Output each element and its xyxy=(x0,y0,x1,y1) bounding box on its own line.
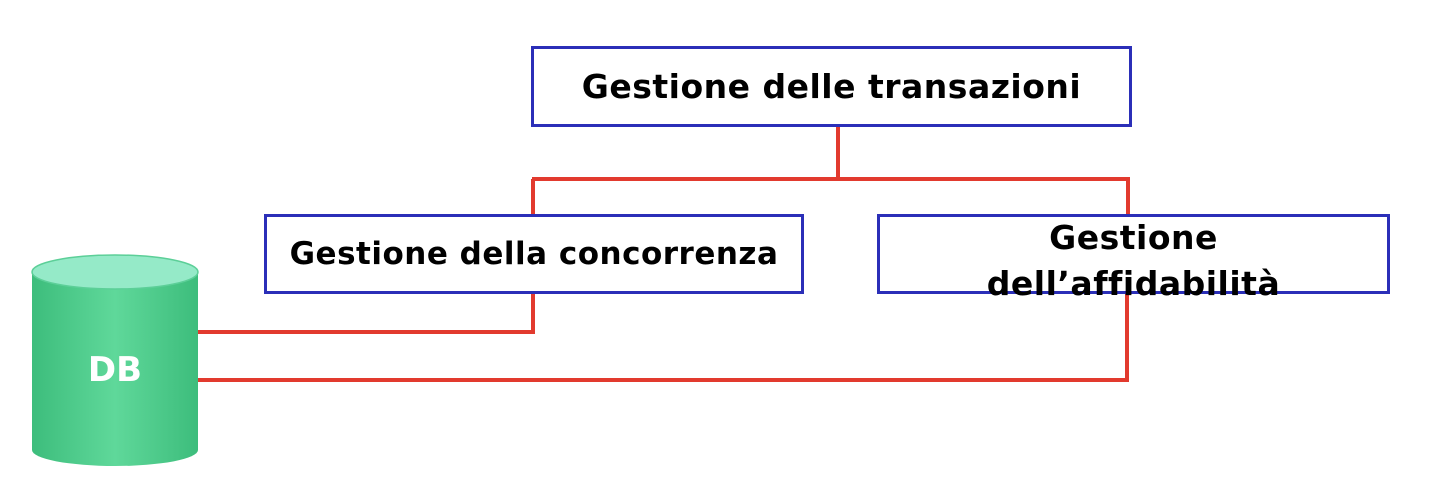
database-body xyxy=(32,272,198,466)
connector-db-affidabilita xyxy=(198,287,1129,382)
database-label: DB xyxy=(87,350,143,390)
node-gestione-transazioni-label: Gestione delle transazioni xyxy=(581,67,1082,106)
node-gestione-concorrenza-label: Gestione della concorrenza xyxy=(289,236,779,272)
node-gestione-affidabilita-label-line1: Gestione xyxy=(1049,218,1218,257)
node-gestione-affidabilita: Gestione dell’affidabilità xyxy=(877,214,1390,303)
connectors xyxy=(198,127,1130,382)
node-gestione-affidabilita-label-line2: dell’affidabilità xyxy=(986,264,1281,303)
node-gestione-transazioni: Gestione delle transazioni xyxy=(531,46,1132,127)
node-gestione-concorrenza: Gestione della concorrenza xyxy=(264,214,804,294)
connector-db-concorrenza xyxy=(198,294,535,334)
database-top xyxy=(31,254,199,290)
database-cylinder xyxy=(31,254,199,466)
